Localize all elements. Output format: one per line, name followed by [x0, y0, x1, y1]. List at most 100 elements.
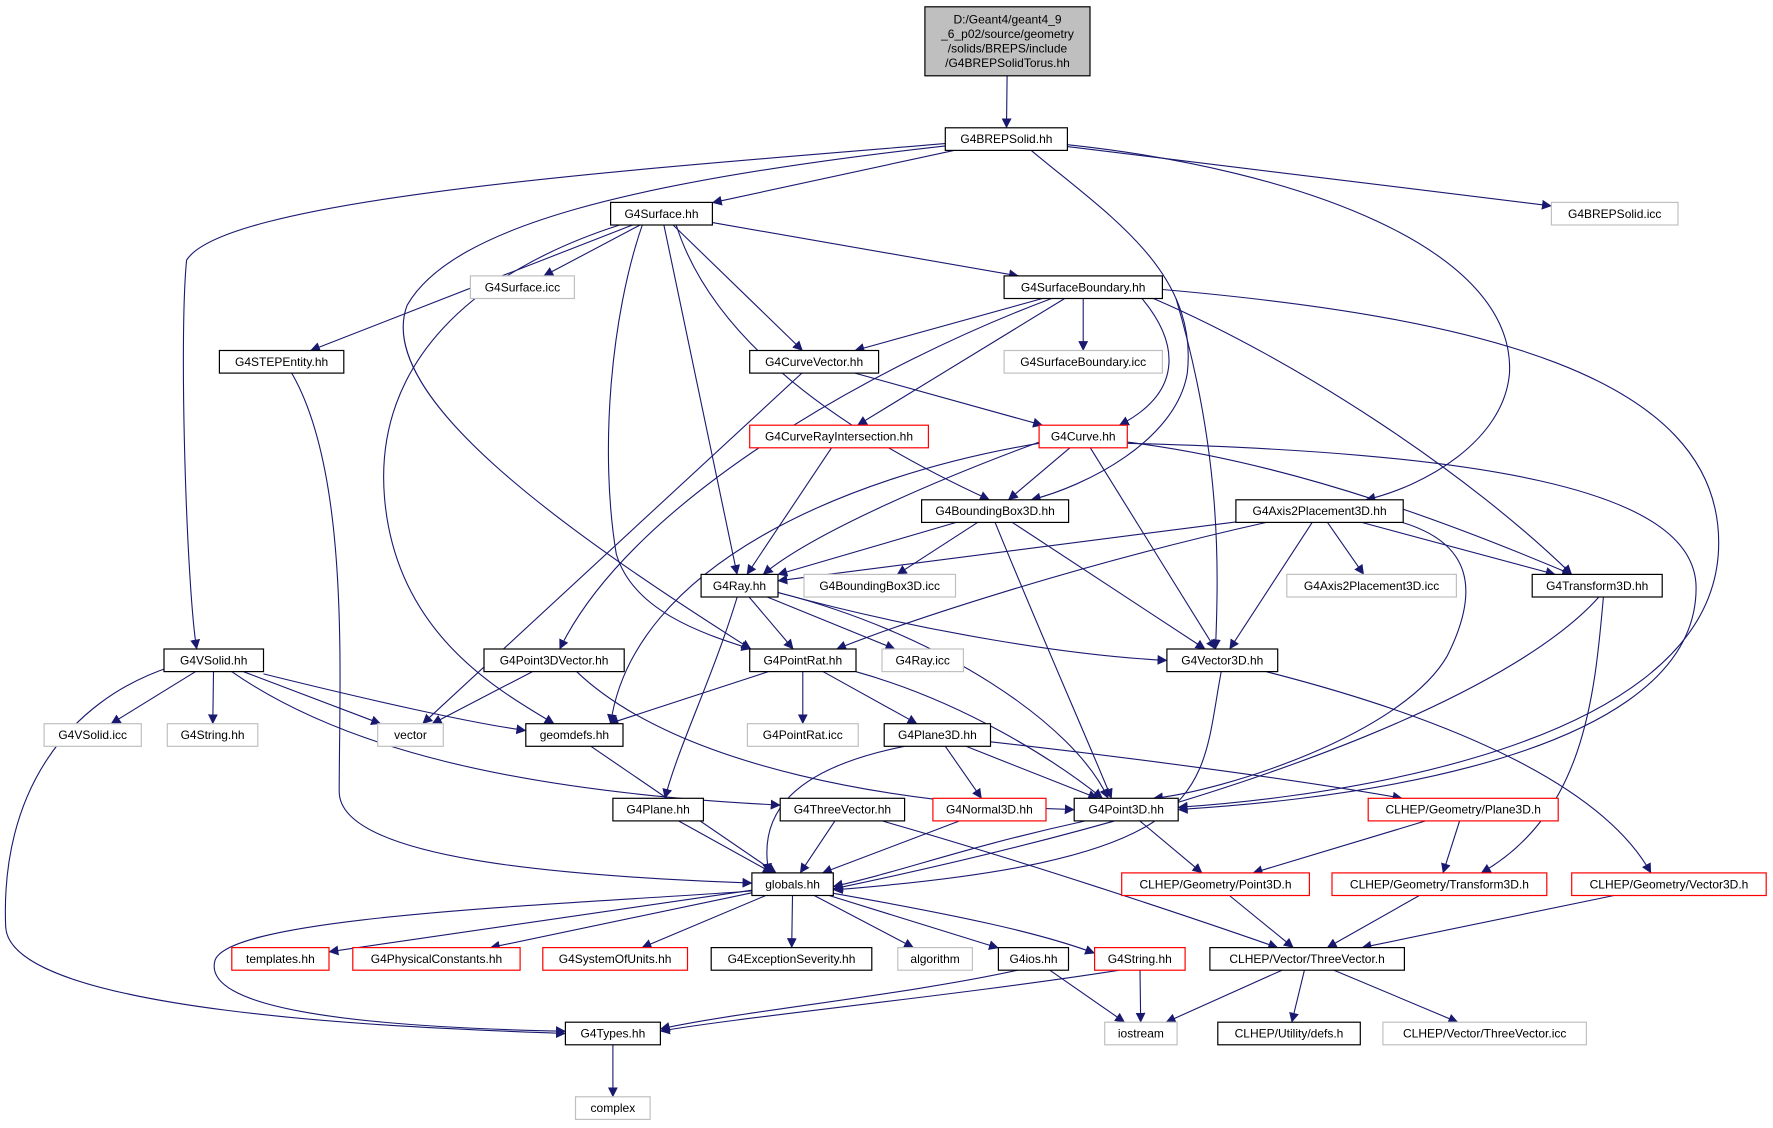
edge-brepsolid-to-bbox3d [1030, 149, 1189, 503]
node-vsolid[interactable]: G4VSolid.hh [163, 648, 265, 673]
edge-g4string-to-types [659, 969, 1120, 1035]
edge-clhepthreevector-to-clhepdefs [1289, 970, 1305, 1023]
node-label-axis2icc: G4Axis2Placement3D.icc [1304, 579, 1439, 593]
node-clhepthreevector[interactable]: CLHEP/Vector/ThreeVector.h [1209, 946, 1406, 971]
edge-g4string-to-iostream [1135, 970, 1146, 1023]
node-label-exceptsev: G4ExceptionSeverity.hh [728, 952, 856, 966]
node-surface[interactable]: G4Surface.hh [609, 201, 713, 226]
node-pointrat[interactable]: G4PointRat.hh [749, 648, 857, 673]
edge-ray-to-pointrat [748, 596, 794, 650]
node-box-g4ios [997, 946, 1070, 971]
node-box-physconst [352, 946, 521, 971]
edge-clheppoint3d-to-clhepthreevector [1229, 895, 1294, 949]
node-g4string[interactable]: G4String.hh [1093, 946, 1186, 971]
node-box-iostream [1104, 1021, 1178, 1046]
node-box-bboxicc [803, 573, 957, 598]
node-point3dvector[interactable]: G4Point3DVector.hh [483, 648, 625, 673]
node-curve[interactable]: G4Curve.hh [1038, 424, 1128, 449]
edge-g4ios-to-iostream [1049, 969, 1126, 1023]
node-g4ios[interactable]: G4ios.hh [997, 946, 1070, 971]
edge-surfbound-to-point3d [1162, 288, 1720, 812]
edge-pointrat-to-point3d [855, 671, 1103, 799]
edge-curve-to-point3d [1127, 442, 1697, 814]
node-clhepthreevectoricc: CLHEP/Vector/ThreeVector.icc [1382, 1021, 1588, 1046]
node-box-normal3d [932, 797, 1047, 822]
edge-plane3d-to-normal3d [944, 745, 982, 799]
node-label-surfaceicc: G4Surface.icc [485, 280, 560, 294]
edge-stepentity-to-globals [291, 372, 753, 888]
node-label-root-line-1: D:/Geant4/geant4_9 [953, 13, 1061, 27]
edge-globals-to-physconst [489, 892, 753, 951]
edge-surface-to-curvevector [672, 224, 803, 351]
node-axis2[interactable]: G4Axis2Placement3D.hh [1235, 499, 1404, 523]
node-box-templates [231, 946, 330, 971]
edge-curve-to-geomdefs [607, 442, 1040, 725]
node-label-threevector: G4ThreeVector.hh [794, 803, 891, 817]
node-label-vsolid: G4VSolid.hh [180, 653, 247, 667]
node-label-curverayint: G4CurveRayIntersection.hh [765, 430, 913, 444]
node-box-vector3d [1166, 648, 1279, 673]
edge-globals-to-g4ios [828, 894, 999, 950]
node-ray[interactable]: G4Ray.hh [700, 573, 779, 598]
node-box-clhepthreevectoricc [1382, 1021, 1588, 1046]
node-surfbound[interactable]: G4SurfaceBoundary.hh [1003, 275, 1163, 300]
node-globals[interactable]: globals.hh [751, 872, 834, 897]
edge-globals-to-exceptsev [786, 895, 797, 949]
edge-vsolid-to-threevector [231, 671, 781, 810]
edge-clhepplane3d-to-clheppoint3d [1252, 820, 1426, 875]
node-clhepdefs[interactable]: CLHEP/Utility/defs.h [1217, 1021, 1361, 1046]
node-geomdefs[interactable]: geomdefs.hh [525, 723, 624, 747]
node-physconst[interactable]: G4PhysicalConstants.hh [352, 946, 521, 971]
edge-normal3d-to-globals [822, 820, 960, 875]
node-templates[interactable]: templates.hh [231, 946, 330, 971]
node-bbox3d[interactable]: G4BoundingBox3D.hh [920, 499, 1070, 523]
node-plane3d[interactable]: G4Plane3D.hh [883, 723, 992, 747]
edge-globals-to-sysunits [641, 894, 767, 949]
node-box-exceptsev [710, 946, 873, 971]
node-threevector[interactable]: G4ThreeVector.hh [779, 797, 906, 822]
edge-surfbound-to-curve [1118, 298, 1170, 426]
node-box-surfbound [1003, 275, 1163, 300]
node-brepsolidicc: G4BREPSolid.icc [1550, 201, 1679, 226]
node-label-bboxicc: G4BoundingBox3D.icc [819, 579, 940, 593]
node-label-g4string_missing: G4String.hh [181, 728, 245, 742]
node-exceptsev[interactable]: G4ExceptionSeverity.hh [710, 946, 873, 971]
node-sysunits[interactable]: G4SystemOfUnits.hh [542, 946, 689, 971]
edges-layer [4, 75, 1720, 1098]
edge-surface-to-ray [663, 224, 741, 575]
edge-clhepthreevector-to-clhepthreevectoricc [1333, 969, 1459, 1024]
node-clhepvector3d[interactable]: CLHEP/Geometry/Vector3D.h [1571, 872, 1767, 897]
node-bboxicc: G4BoundingBox3D.icc [803, 573, 957, 598]
node-box-g4string_missing [166, 723, 259, 747]
edge-surface-to-surfbound [712, 222, 1019, 280]
node-clheptransform3d[interactable]: CLHEP/Geometry/Transform3D.h [1331, 872, 1548, 897]
node-label-algorithm: algorithm [910, 952, 959, 966]
node-root[interactable]: D:/Geant4/geant4_9_6_p02/source/geometry… [924, 6, 1091, 77]
node-curvevector[interactable]: G4CurveVector.hh [749, 349, 880, 374]
node-point3d[interactable]: G4Point3D.hh [1073, 797, 1179, 822]
node-label-root-line-3: /solids/BREPS/include [948, 42, 1068, 56]
node-clhepplane3d[interactable]: CLHEP/Geometry/Plane3D.h [1367, 797, 1559, 822]
node-plane[interactable]: G4Plane.hh [612, 797, 705, 822]
node-normal3d[interactable]: G4Normal3D.hh [932, 797, 1047, 822]
node-label-axis2: G4Axis2Placement3D.hh [1253, 504, 1387, 518]
node-vector3d[interactable]: G4Vector3D.hh [1166, 648, 1279, 673]
node-stepentity[interactable]: G4STEPEntity.hh [218, 349, 345, 374]
node-box-clheppoint3d [1121, 872, 1310, 897]
node-box-algorithm [897, 946, 973, 971]
node-box-clhepplane3d [1367, 797, 1559, 822]
edge-curve-to-ray [762, 441, 1040, 575]
node-transform3d[interactable]: G4Transform3D.hh [1531, 573, 1663, 598]
node-label-root-line-4: /G4BREPSolidTorus.hh [945, 56, 1070, 70]
node-rayicc: G4Ray.icc [881, 648, 965, 673]
node-clheppoint3d[interactable]: CLHEP/Geometry/Point3D.h [1121, 872, 1310, 897]
node-box-stepentity [218, 349, 345, 374]
node-brepsolid[interactable]: G4BREPSolid.hh [944, 127, 1068, 152]
node-curverayint[interactable]: G4CurveRayIntersection.hh [749, 424, 930, 449]
node-label-g4ios: G4ios.hh [1009, 952, 1057, 966]
node-label-clheptransform3d: CLHEP/Geometry/Transform3D.h [1350, 877, 1529, 891]
edge-threevector-to-clhepthreevector [881, 820, 1279, 950]
edge-plane-to-globals [678, 820, 773, 874]
node-box-curverayint [749, 424, 930, 449]
node-types[interactable]: G4Types.hh [564, 1021, 662, 1046]
